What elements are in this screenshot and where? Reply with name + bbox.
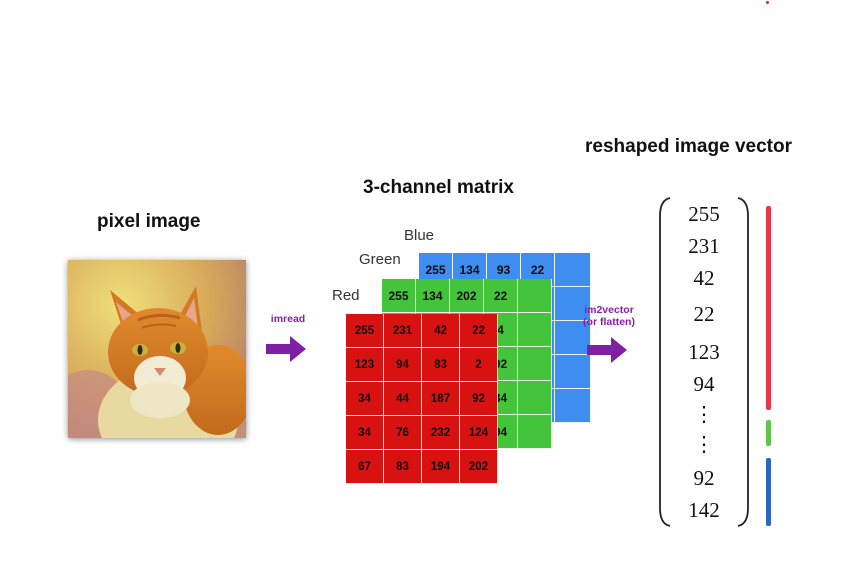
- vector-ellipsis: ⋮: [693, 402, 715, 426]
- matrix-cell: 22: [460, 314, 498, 348]
- vector-value: 255: [688, 202, 720, 226]
- matrix-cell: 232: [422, 416, 460, 450]
- matrix-cell: 124: [460, 416, 498, 450]
- pixel-image-title: pixel image: [97, 211, 201, 232]
- matrix-cell: 76: [384, 416, 422, 450]
- vector-value: 42: [693, 266, 715, 290]
- vector-value: 123: [688, 340, 720, 364]
- imread-arrow-icon: [266, 336, 306, 362]
- vector-title: reshaped image vector: [585, 136, 792, 157]
- red-channel-matrix: 255 231 42 22 123 94 83 2 34 44 187 92 3…: [346, 314, 498, 484]
- matrix-title: 3-channel matrix: [363, 177, 514, 198]
- matrix-cell: 67: [346, 450, 384, 484]
- green-layer-label: Green: [359, 251, 401, 268]
- matrix-cell: 231: [384, 314, 422, 348]
- matrix-cell: [555, 389, 591, 423]
- left-paren-icon: [659, 197, 671, 527]
- matrix-cell: 83: [384, 450, 422, 484]
- imread-label: imread: [270, 313, 306, 325]
- matrix-cell: [555, 355, 591, 389]
- vector-ellipsis: ⋮: [693, 432, 715, 456]
- matrix-cell: [555, 321, 591, 355]
- matrix-cell: 22: [484, 279, 518, 313]
- cat-photo: [68, 260, 246, 438]
- matrix-cell: [518, 313, 552, 347]
- matrix-cell: 255: [346, 314, 384, 348]
- image-vector: 255 231 42 22 123 94 ⋮ ⋮ 92 142: [662, 196, 746, 528]
- matrix-cell: [518, 347, 552, 381]
- matrix-cell: 34: [346, 382, 384, 416]
- vector-value: 231: [688, 234, 720, 258]
- vector-value: 94: [693, 372, 715, 396]
- matrix-cell: [555, 287, 591, 321]
- matrix-cell: 42: [422, 314, 460, 348]
- cat-illustration: [68, 260, 246, 438]
- matrix-cell: 44: [384, 382, 422, 416]
- matrix-cell: 34: [346, 416, 384, 450]
- matrix-cell: [518, 279, 552, 313]
- matrix-cell: 187: [422, 382, 460, 416]
- matrix-cell: 202: [460, 450, 498, 484]
- vector-value: 22: [693, 302, 715, 326]
- matrix-cell: [518, 381, 552, 415]
- matrix-cell: 123: [346, 348, 384, 382]
- green-channel-bar: [766, 420, 771, 446]
- im2vector-label-line1: im2vector: [584, 304, 634, 316]
- matrix-cell: [555, 253, 591, 287]
- blue-channel-bar: [766, 458, 771, 526]
- matrix-cell: 2: [460, 348, 498, 382]
- matrix-cell: 94: [384, 348, 422, 382]
- matrix-cell: 194: [422, 450, 460, 484]
- matrix-cell: 83: [422, 348, 460, 382]
- red-layer-label: Red: [332, 287, 360, 304]
- stray-dot: [766, 1, 769, 4]
- vector-value: 142: [688, 498, 720, 522]
- im2vector-label: im2vector (or flatten): [573, 304, 645, 328]
- vector-value: 92: [693, 466, 715, 490]
- matrix-cell: 255: [382, 279, 416, 313]
- right-paren-icon: [737, 197, 749, 527]
- red-channel-bar: [766, 206, 771, 410]
- matrix-cell: 92: [460, 382, 498, 416]
- blue-layer-label: Blue: [404, 227, 435, 244]
- matrix-cell: 134: [416, 279, 450, 313]
- matrix-cell: [518, 415, 552, 449]
- flatten-arrow-icon: [587, 337, 627, 363]
- im2vector-label-line2: (or flatten): [583, 316, 635, 328]
- matrix-cell: 202: [450, 279, 484, 313]
